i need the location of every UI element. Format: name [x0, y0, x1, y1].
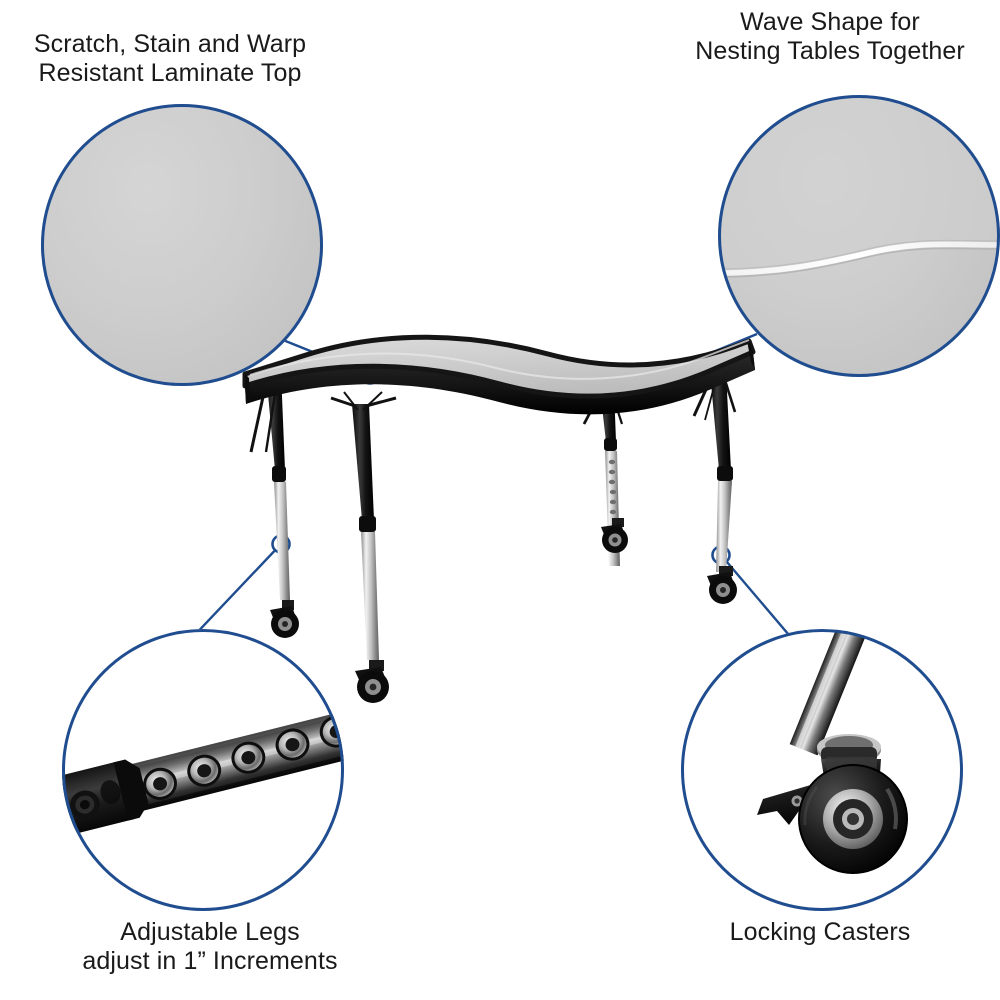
- callout-circle-wave-shape: [718, 95, 1000, 377]
- anchor-dot-adjustable-legs: [271, 534, 291, 554]
- anchor-dot-laminate-top: [360, 365, 380, 385]
- callout-caption-laminate-top: Scratch, Stain and Warp Resistant Lamina…: [33, 30, 307, 87]
- callout-caption-locking-casters: Locking Casters: [729, 918, 911, 946]
- callout-circle-laminate-top: [41, 104, 323, 386]
- anchor-dot-locking-casters: [711, 545, 731, 565]
- callout-circle-locking-casters: [681, 629, 963, 911]
- callout-caption-adjustable-legs: Adjustable Legs adjust in 1” Increments: [82, 918, 338, 975]
- anchor-dot-wave-shape: [652, 363, 672, 383]
- laminate-surface-detail: [41, 104, 323, 386]
- adjustable-leg-holes-detail: [62, 697, 344, 847]
- locking-caster-detail: [757, 629, 908, 874]
- callout-caption-wave-shape: Wave Shape for Nesting Tables Together: [695, 8, 965, 65]
- wave-edge-detail: [718, 95, 1000, 278]
- callout-circle-adjustable-legs: [62, 629, 344, 911]
